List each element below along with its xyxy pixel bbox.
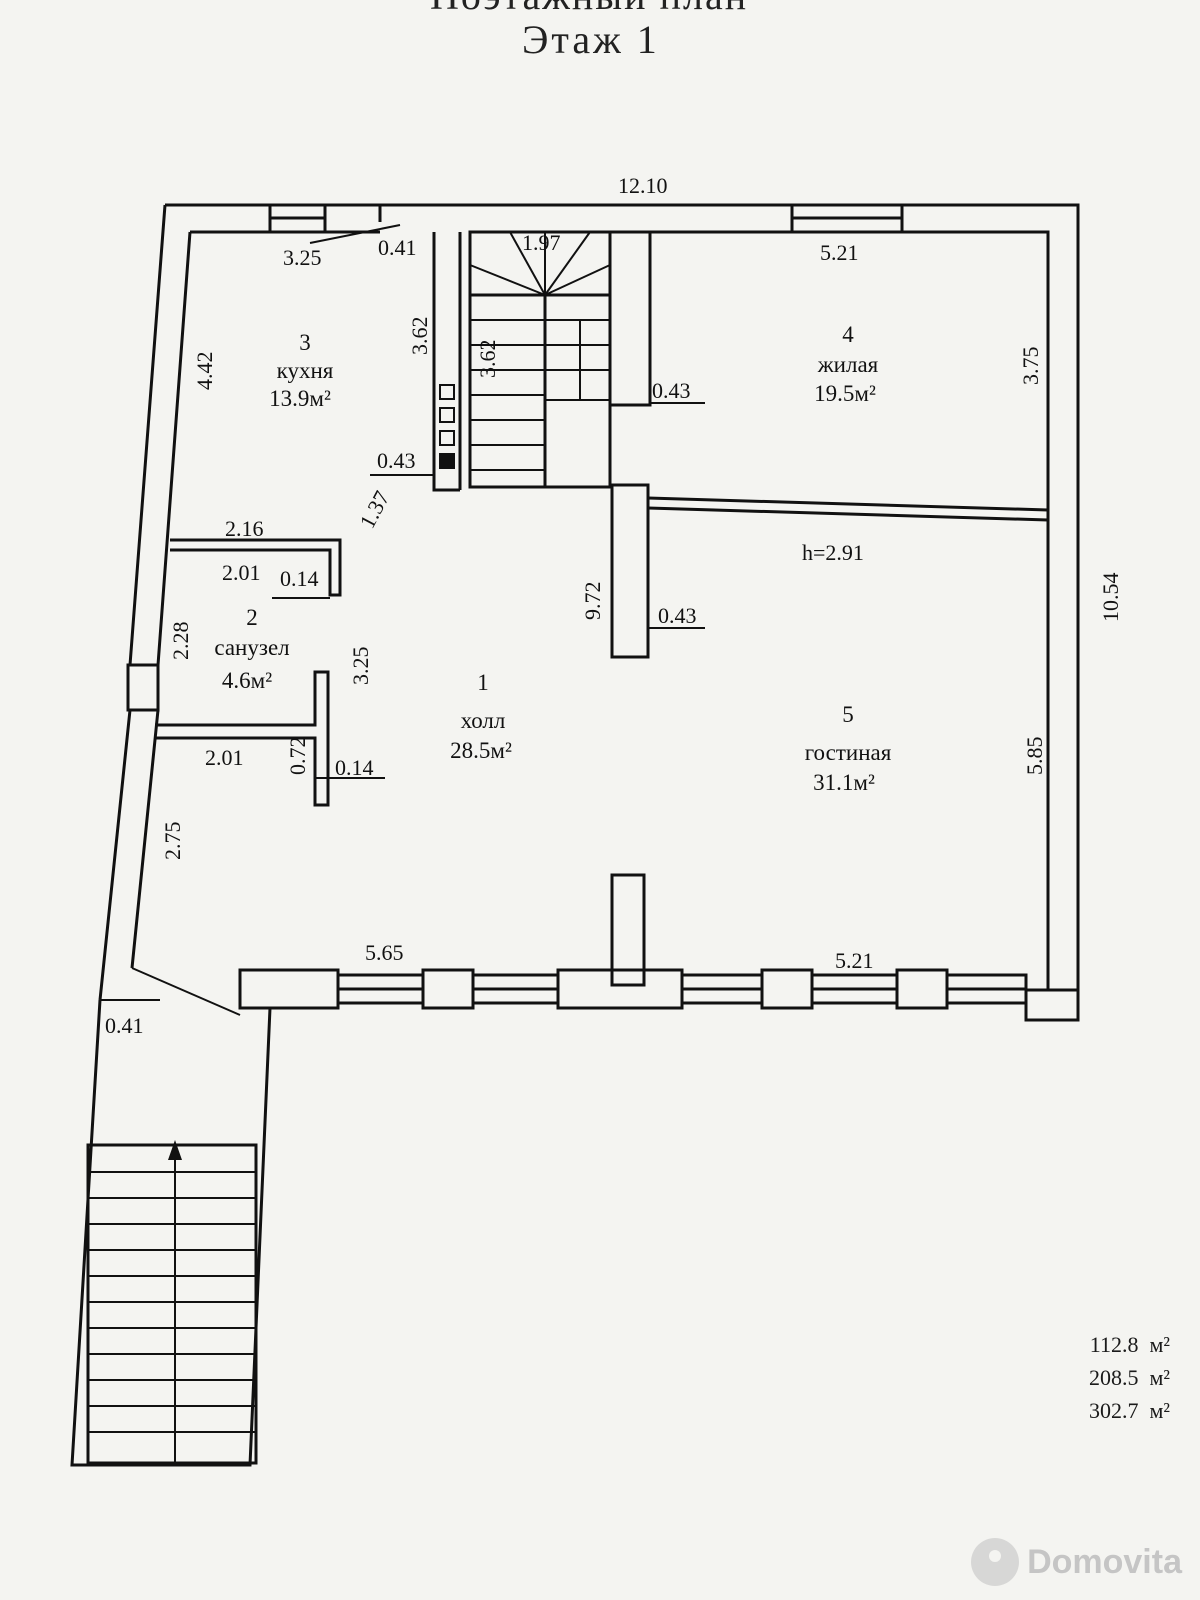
left-wall-low <box>98 709 160 1001</box>
svg-text:5: 5 <box>842 702 854 727</box>
dim-bath-top: 2.16 <box>225 516 264 541</box>
svg-text:3: 3 <box>299 330 311 355</box>
porch <box>70 999 272 1467</box>
ceiling-height: h=2.91 <box>802 540 864 565</box>
dim-stair-length: 3.62 <box>475 340 500 379</box>
dim-bath-door: 0.72 <box>285 737 310 776</box>
porch-steps <box>86 1143 258 1465</box>
svg-text:холл: холл <box>461 708 506 733</box>
dim-bath-partition: 3.25 <box>348 647 373 686</box>
dim-lounge-right: 5.85 <box>1022 737 1047 776</box>
room-bathroom: 2 санузел 4.6м² <box>214 605 289 693</box>
total-row: 208.5 м² <box>1088 1365 1170 1390</box>
room-living: 5 гостиная 31.1м² <box>805 702 892 795</box>
bath-wall-bottom <box>155 670 330 807</box>
dim-kitchen-wall: 3.62 <box>407 317 432 356</box>
dim-kitchen-width: 3.25 <box>283 245 322 270</box>
svg-text:гостиная: гостиная <box>805 740 892 765</box>
svg-text:19.5м²: 19.5м² <box>814 381 876 406</box>
bottom-wall-left <box>238 968 340 1010</box>
bath-wall-top <box>170 538 342 597</box>
dim-lounge-bottom: 5.21 <box>835 948 874 973</box>
lower-stub-wall <box>610 873 646 987</box>
dim-kitchen-wall-thickness: 0.43 <box>377 448 416 473</box>
room-kitchen: 3 кухня 13.9м² <box>269 330 334 411</box>
room-bedroom: 4 жилая 19.5м² <box>814 322 879 406</box>
dim-bath-bottom: 2.01 <box>205 745 244 770</box>
dim-hall-bottom: 5.65 <box>365 940 404 965</box>
dim-kitchen-height: 4.42 <box>192 352 217 391</box>
dim-diagonal: 1.37 <box>354 487 394 533</box>
dim-partition-length: 9.72 <box>580 582 605 621</box>
watermark-logo: Domovita <box>971 1538 1182 1586</box>
dim-hall-low: 2.75 <box>160 822 185 861</box>
total-row: 112.8 м² <box>1089 1332 1170 1357</box>
svg-text:4.6м²: 4.6м² <box>222 668 272 693</box>
svg-text:31.1м²: 31.1м² <box>813 770 875 795</box>
svg-text:4: 4 <box>842 322 854 347</box>
dim-living-right: 3.75 <box>1018 347 1043 386</box>
svg-text:28.5м²: 28.5м² <box>450 738 512 763</box>
dim-kitchen-door: 0.41 <box>378 235 417 260</box>
watermark-text: Domovita <box>1027 1542 1182 1581</box>
svg-text:санузел: санузел <box>214 635 289 660</box>
svg-text:13.9м²: 13.9м² <box>269 386 331 411</box>
total-row: 302.7 м² <box>1088 1398 1170 1423</box>
left-wall <box>128 204 192 666</box>
dim-stair-wall: 0.43 <box>652 378 691 403</box>
dim-bath-inner: 2.01 <box>222 560 261 585</box>
dim-stair-width: 1.97 <box>522 230 561 255</box>
center-column <box>610 483 650 659</box>
staircase <box>468 230 612 489</box>
logo-icon <box>971 1538 1020 1586</box>
plan-heading: Поэтажный план <box>430 0 748 19</box>
svg-text:1: 1 <box>477 670 489 695</box>
svg-text:жилая: жилая <box>817 352 879 377</box>
dim-overall-width: 12.10 <box>618 173 668 198</box>
dim-entry-door: 0.41 <box>105 1013 144 1038</box>
dim-bath-wall-1: 0.14 <box>280 566 319 591</box>
svg-text:2: 2 <box>246 605 258 630</box>
room-hall: 1 холл 28.5м² <box>450 670 512 763</box>
dim-bath-height: 2.28 <box>168 622 193 661</box>
outer-wall <box>165 203 1080 1022</box>
dim-partition-wall: 0.43 <box>658 603 697 628</box>
dim-living-top: 5.21 <box>820 240 859 265</box>
svg-text:кухня: кухня <box>277 358 334 383</box>
floor-title: Этаж 1 <box>522 17 660 62</box>
dim-overall-height: 10.54 <box>1098 573 1123 623</box>
area-totals: 112.8 м² 208.5 м² 302.7 м² <box>1089 1328 1170 1427</box>
left-window <box>126 663 160 712</box>
outer-wall-inner <box>190 230 1050 992</box>
dim-bath-wall-2: 0.14 <box>335 755 374 780</box>
